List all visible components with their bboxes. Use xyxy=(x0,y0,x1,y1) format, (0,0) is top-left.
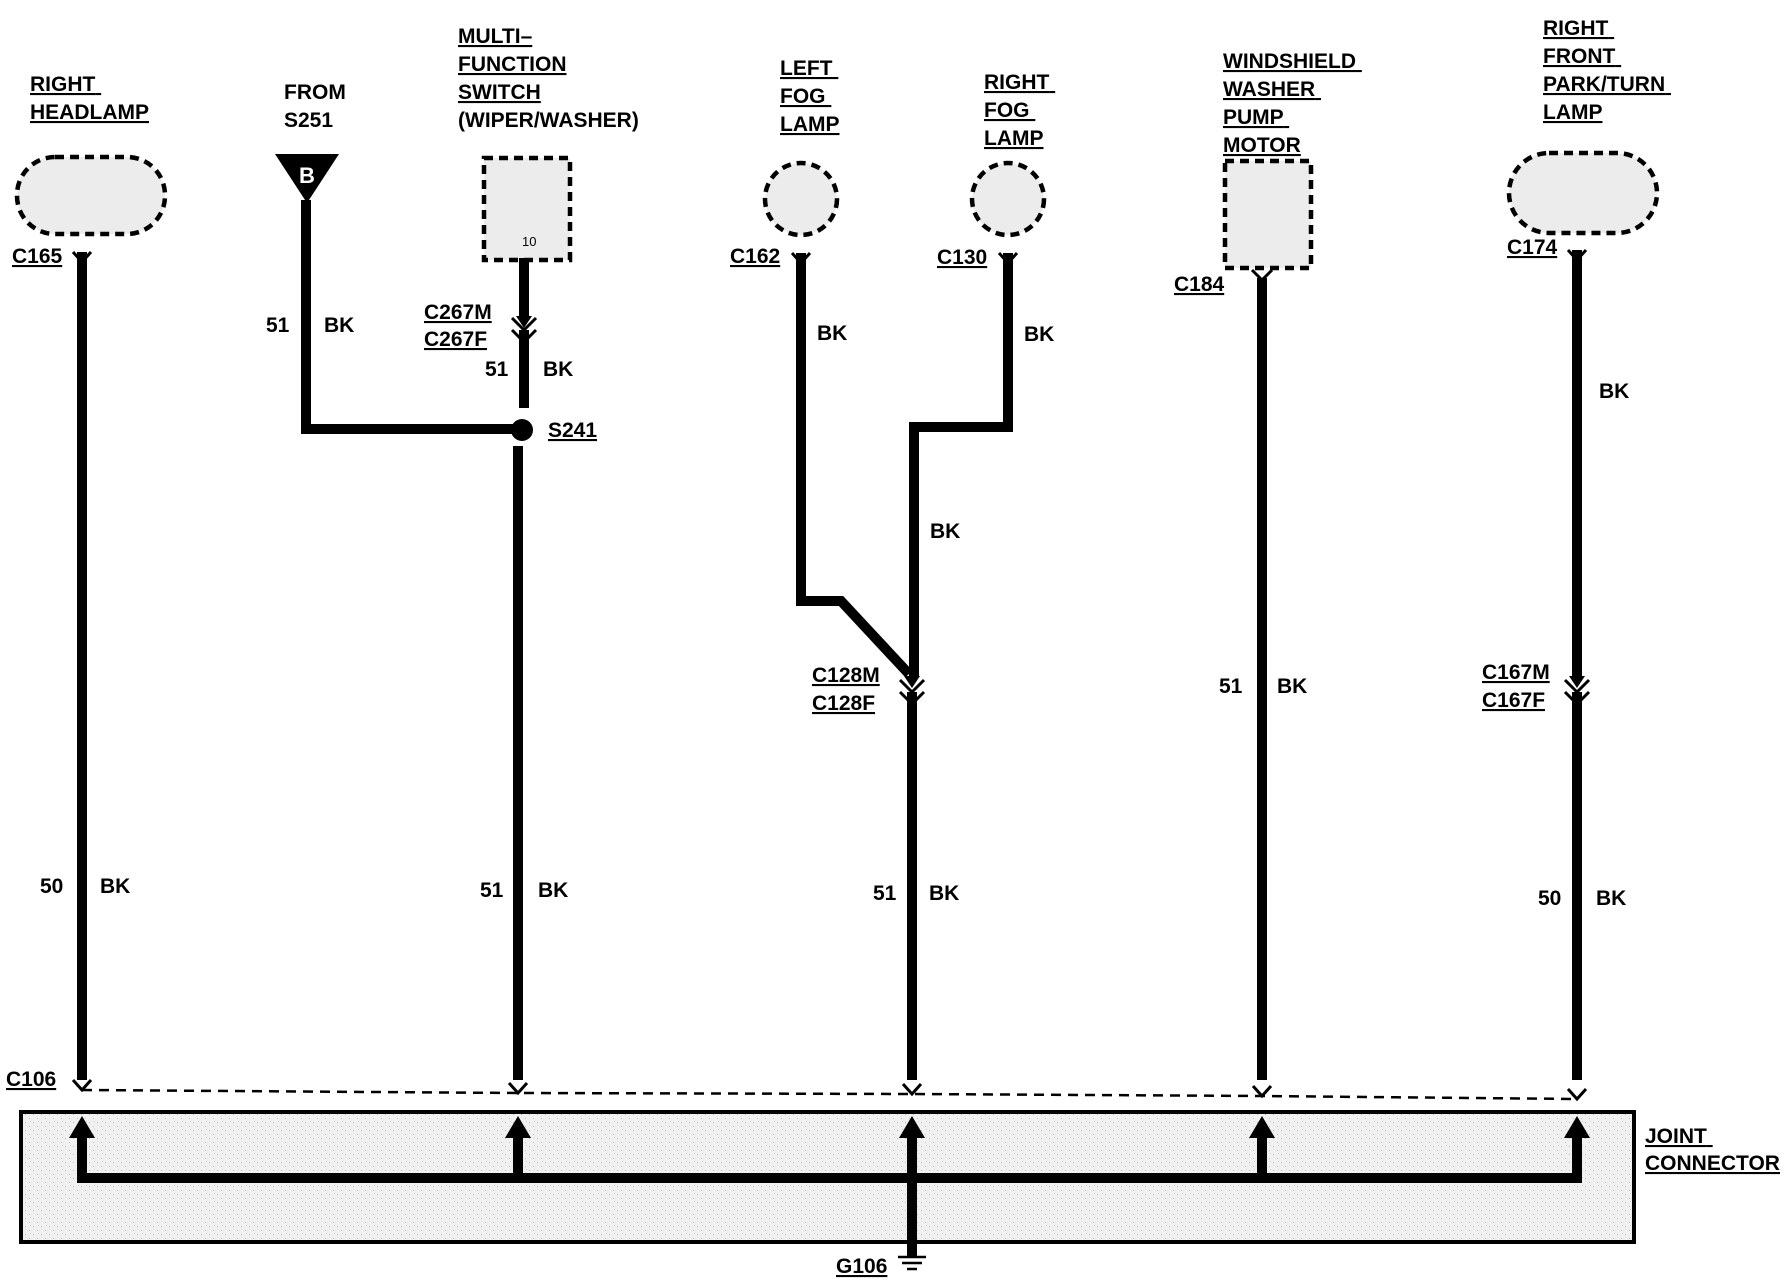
joint-connector-label: JOINT CONNECTOR xyxy=(1645,1125,1780,1175)
park-lower-wire-circuit: 50 xyxy=(1538,887,1561,910)
s251-wire-color: BK xyxy=(324,314,354,337)
c106-pin-1-icon xyxy=(71,1078,93,1093)
c128f-label: C128F xyxy=(812,692,875,715)
c106-pin-marks xyxy=(71,1078,1588,1102)
fog-down-wire-circuit: 51 xyxy=(873,882,897,905)
connector-pin-marks xyxy=(71,248,1591,707)
headlamp-wire-circuit: 50 xyxy=(40,875,63,898)
switch-pin-number: 10 xyxy=(522,234,536,249)
c128m-label: C128M xyxy=(812,664,880,687)
bus-arrow-4-icon xyxy=(1249,1116,1275,1138)
bus-arrows xyxy=(69,1116,1590,1138)
c130-label: C130 xyxy=(937,246,987,269)
right-fog-lamp-label: RIGHT FOG LAMP xyxy=(984,71,1055,150)
c106-pin-3-icon xyxy=(901,1082,923,1097)
park-upper-wire-color: BK xyxy=(1599,380,1629,403)
multi-function-switch-label: MULTI– FUNCTION SWITCH (WIPER/WASHER) xyxy=(458,25,639,132)
s251-splice-triangle-icon xyxy=(275,154,339,203)
right-front-park-turn-lamp-label: RIGHT FRONT PARK/TURN LAMP xyxy=(1543,17,1671,124)
bus-arrow-1-icon xyxy=(69,1116,95,1138)
fog-merge-wire-color: BK xyxy=(930,520,960,543)
joint-connector-bus xyxy=(77,1131,1582,1183)
switch-wire-circuit: 51 xyxy=(485,358,509,381)
right-headlamp xyxy=(14,154,168,237)
c106-pin-2-icon xyxy=(507,1081,529,1096)
switch-wire-color: BK xyxy=(543,358,573,381)
c184-label: C184 xyxy=(1174,273,1225,296)
c128-arrow-icon xyxy=(904,676,920,688)
windshield-washer-pump-motor-label: WINDSHIELD WASHER PUMP MOTOR xyxy=(1223,50,1362,157)
headlamp-wire-color: BK xyxy=(100,875,130,898)
g106-label: G106 xyxy=(836,1255,887,1278)
s251-wire-circuit: 51 xyxy=(266,314,290,337)
c174-label: C174 xyxy=(1507,236,1558,259)
left-fog-lamp-label: LEFT FOG LAMP xyxy=(780,57,840,136)
s241-wire-circuit: 51 xyxy=(480,879,504,902)
c106-pin-5-icon xyxy=(1566,1087,1588,1102)
c167-pin-icon xyxy=(1563,678,1591,707)
right-fog-ground-wire xyxy=(909,253,1013,676)
c267m-label: C267M xyxy=(424,301,492,324)
s241-label: S241 xyxy=(548,419,597,442)
c162-pin-icon xyxy=(790,251,812,266)
c106-label: C106 xyxy=(6,1068,56,1091)
c267-pin-icon xyxy=(510,316,538,345)
c162-label: C162 xyxy=(730,245,780,268)
c106-connector-boundary xyxy=(81,1088,1578,1101)
bus-arrow-2-icon xyxy=(505,1116,531,1138)
left-fog-lamp xyxy=(762,160,840,238)
right-fog-lamp xyxy=(969,160,1047,238)
s241-splice-dot xyxy=(511,419,533,441)
c174-pin-icon xyxy=(1566,248,1588,263)
right-fog-wire-color: BK xyxy=(1024,323,1054,346)
from-s251-label: FROM S251 xyxy=(284,81,352,132)
s251-ground-wire xyxy=(301,200,525,434)
windshield-washer-pump-motor xyxy=(1222,158,1314,271)
c267f-label: C267F xyxy=(424,328,487,351)
c106-pin-4-icon xyxy=(1251,1084,1273,1099)
bus-arrow-3-icon xyxy=(899,1116,925,1138)
right-front-park-turn-lamp xyxy=(1506,150,1660,236)
s251-symbol-letter: B xyxy=(299,163,315,188)
c184-pin-icon xyxy=(1250,268,1274,283)
c167f-label: C167F xyxy=(1482,689,1545,712)
left-fog-wire-color: BK xyxy=(817,322,847,345)
park-lower-wire-color: BK xyxy=(1596,887,1626,910)
c167-arrow-icon xyxy=(1569,676,1585,688)
c130-pin-icon xyxy=(997,251,1019,266)
washer-wire-color: BK xyxy=(1277,675,1307,698)
left-fog-ground-wire xyxy=(796,253,913,678)
ground-symbol-icon xyxy=(898,1255,926,1271)
c128-pin-icon xyxy=(898,678,926,707)
s241-wire-color: BK xyxy=(538,879,568,902)
c165-pin-icon xyxy=(71,250,93,265)
bus-arrow-5-icon xyxy=(1564,1116,1590,1138)
c267-arrow-icon xyxy=(516,316,532,328)
washer-wire-circuit: 51 xyxy=(1219,675,1243,698)
c167m-label: C167M xyxy=(1482,661,1550,684)
right-headlamp-label: RIGHT HEADLAMP xyxy=(30,73,149,124)
c165-label: C165 xyxy=(12,245,63,268)
fog-down-wire-color: BK xyxy=(929,882,959,905)
